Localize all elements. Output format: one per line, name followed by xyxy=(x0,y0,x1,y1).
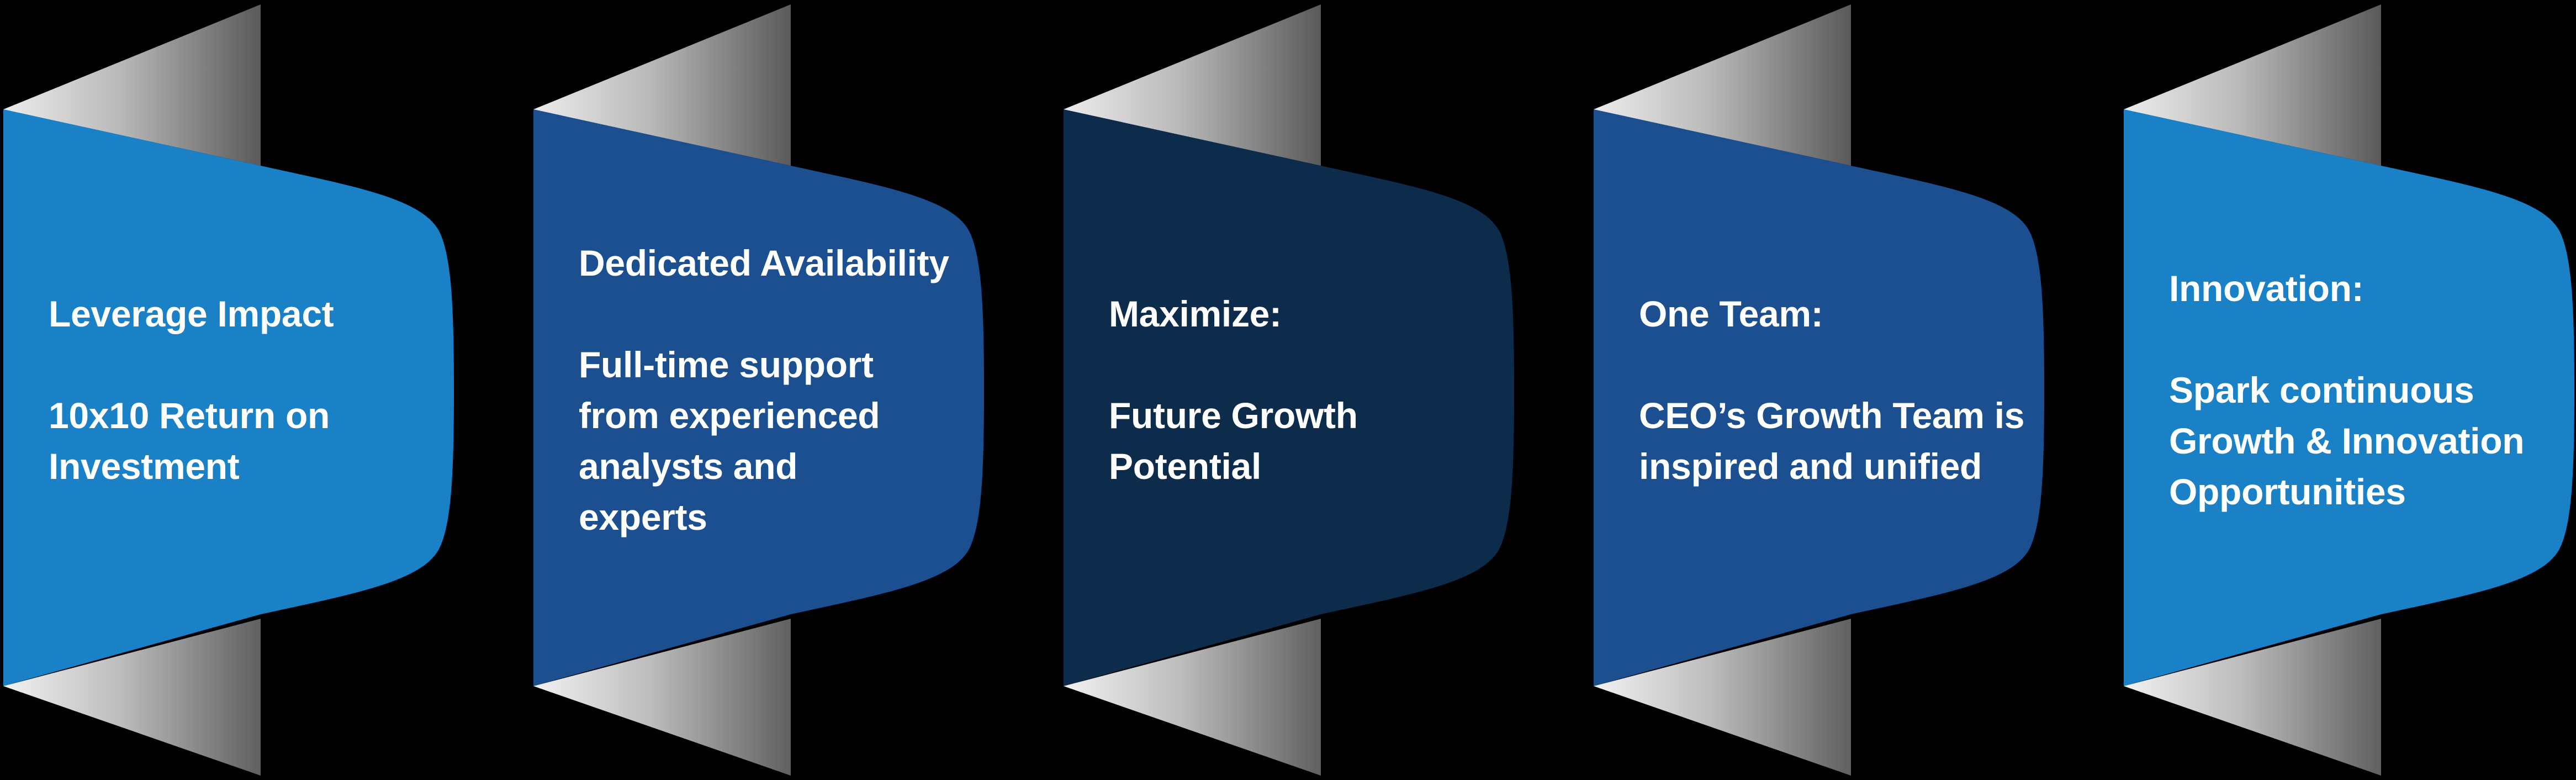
banner-shape xyxy=(1594,4,2044,776)
banner-body-line: experts xyxy=(579,497,707,537)
banner-body-line: Full-time support xyxy=(579,344,874,385)
heading-body-spacer xyxy=(579,288,943,339)
heading-body-spacer xyxy=(49,339,413,390)
banner-heading: Innovation: xyxy=(2169,268,2364,309)
banner-text-block: Leverage Impact 10x10 Return on Investment xyxy=(49,0,413,780)
banner-body-line: Future Growth xyxy=(1109,395,1358,436)
banner-body-line: Investment xyxy=(49,446,240,487)
banner-heading: One Team: xyxy=(1639,293,1823,334)
banner-body-line: CEO’s Growth Team is xyxy=(1639,395,2025,436)
banner-body-line: Opportunities xyxy=(2169,471,2406,512)
banner-heading: Leverage Impact xyxy=(49,293,334,334)
banner-one-team[interactable]: One Team: CEO’s Growth Team is inspired an… xyxy=(1594,0,2124,780)
banner-shape xyxy=(1064,4,1514,776)
heading-body-spacer xyxy=(2169,314,2533,365)
banner-shape xyxy=(533,4,984,776)
banner-body-line: 10x10 Return on xyxy=(49,395,330,436)
banner-body-line: Potential xyxy=(1109,446,1261,487)
banner-shape xyxy=(2124,4,2574,776)
banner-text-block: One Team: CEO’s Growth Team is inspired an… xyxy=(1639,0,2025,780)
heading-body-spacer xyxy=(1639,339,2003,390)
banner-body-line: from experienced xyxy=(579,395,880,436)
banner-leverage-impact[interactable]: Leverage Impact 10x10 Return on Investment xyxy=(3,0,533,780)
heading-body-spacer xyxy=(1109,339,1473,390)
banner-body-line: Spark continuous xyxy=(2169,370,2474,410)
banner-heading: Maximize: xyxy=(1109,293,1282,334)
banner-body-line: Growth & Innovation xyxy=(2169,420,2525,461)
banner-body-line: inspired and unified xyxy=(1639,446,1982,487)
banner-body-line: analysts and xyxy=(579,446,798,487)
banner-heading: Dedicated Availability xyxy=(579,243,949,283)
banner-shape xyxy=(3,4,454,776)
